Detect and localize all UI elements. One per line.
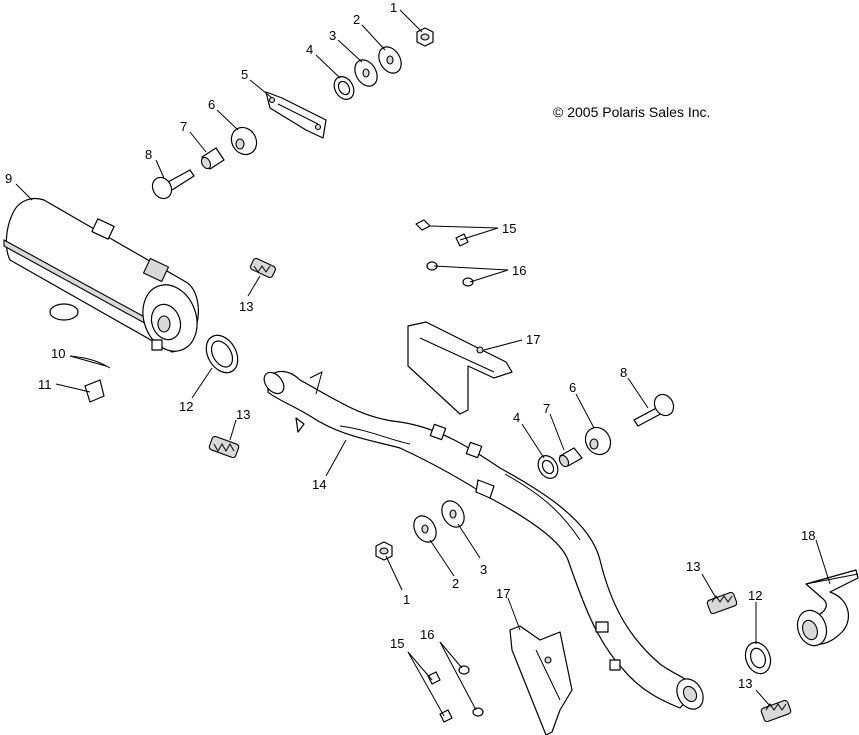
callout-13-b: 13 <box>236 407 250 422</box>
callout-17-bot: 17 <box>496 586 510 601</box>
part-spring-pin <box>69 355 111 369</box>
part-bolts-15-bot <box>427 671 453 723</box>
part-washer-3-top <box>354 59 378 87</box>
callout-7-top: 7 <box>180 119 187 134</box>
callout-15-bot: 15 <box>390 636 404 651</box>
part-head-pipe <box>263 370 704 710</box>
callout-16-bot: 16 <box>420 627 434 642</box>
part-washer-3-bot <box>441 500 465 528</box>
callout-6-top: 6 <box>208 97 215 112</box>
callout-12-left: 12 <box>179 399 193 414</box>
part-heat-shield-bot <box>509 625 573 735</box>
callout-8-mid: 8 <box>620 365 627 380</box>
callout-7-mid: 7 <box>543 401 550 416</box>
part-spring-d <box>760 699 792 723</box>
callout-11: 11 <box>38 377 52 392</box>
callout-1-bot: 1 <box>403 592 410 607</box>
part-heat-shield-top <box>407 321 513 415</box>
part-nut-top <box>416 27 434 47</box>
part-bushing-mid <box>584 426 612 456</box>
callout-1-top: 1 <box>390 0 397 15</box>
part-clip <box>84 379 105 403</box>
callout-16-top: 16 <box>512 263 526 278</box>
part-washers-16-bot <box>458 665 484 717</box>
callouts: 1 2 3 4 5 6 7 8 9 10 11 12 13 13 14 15 1… <box>5 0 815 691</box>
callout-13-c: 13 <box>686 559 700 574</box>
callout-15-top: 15 <box>502 221 516 236</box>
callout-12-right: 12 <box>748 588 762 603</box>
part-gasket-right <box>744 641 772 675</box>
part-washer-bot <box>413 515 437 543</box>
callout-13-d: 13 <box>738 676 752 691</box>
part-spring-b <box>208 435 240 459</box>
part-bolts-15-top <box>415 219 469 247</box>
part-grommet-mid <box>537 455 559 479</box>
part-elbow-pipe <box>796 569 859 647</box>
part-gasket-left <box>205 334 239 374</box>
callout-10: 10 <box>51 346 65 361</box>
part-spring-c <box>706 591 738 615</box>
leader-lines <box>15 9 831 717</box>
callout-5: 5 <box>241 67 248 82</box>
callout-3-bot: 3 <box>480 562 487 577</box>
part-washers-16-top <box>426 261 474 287</box>
part-spring-a <box>250 257 276 279</box>
callout-2-bot: 2 <box>452 576 459 591</box>
callout-4-top: 4 <box>306 42 313 57</box>
part-nut-bot <box>375 541 393 561</box>
callout-18: 18 <box>801 528 815 543</box>
part-bolt-mid <box>633 393 675 427</box>
part-bushing-top <box>230 126 258 156</box>
callout-3-top: 3 <box>329 28 336 43</box>
callout-14: 14 <box>312 477 326 492</box>
callout-8-top: 8 <box>145 147 152 162</box>
part-grommet-top <box>333 76 355 100</box>
part-bolt-top <box>151 169 195 200</box>
callout-6-mid: 6 <box>569 380 576 395</box>
callout-4-mid: 4 <box>513 410 520 425</box>
callout-2-top: 2 <box>353 12 360 27</box>
callout-13-a: 13 <box>239 299 253 314</box>
copyright-notice: © 2005 Polaris Sales Inc. <box>553 104 710 120</box>
part-bracket <box>265 91 327 139</box>
part-sleeve-mid <box>558 447 583 468</box>
part-washer-top <box>378 46 402 74</box>
callout-17-top: 17 <box>526 332 540 347</box>
callout-9: 9 <box>5 171 12 186</box>
part-muffler <box>3 197 199 353</box>
part-sleeve-top <box>200 147 225 170</box>
